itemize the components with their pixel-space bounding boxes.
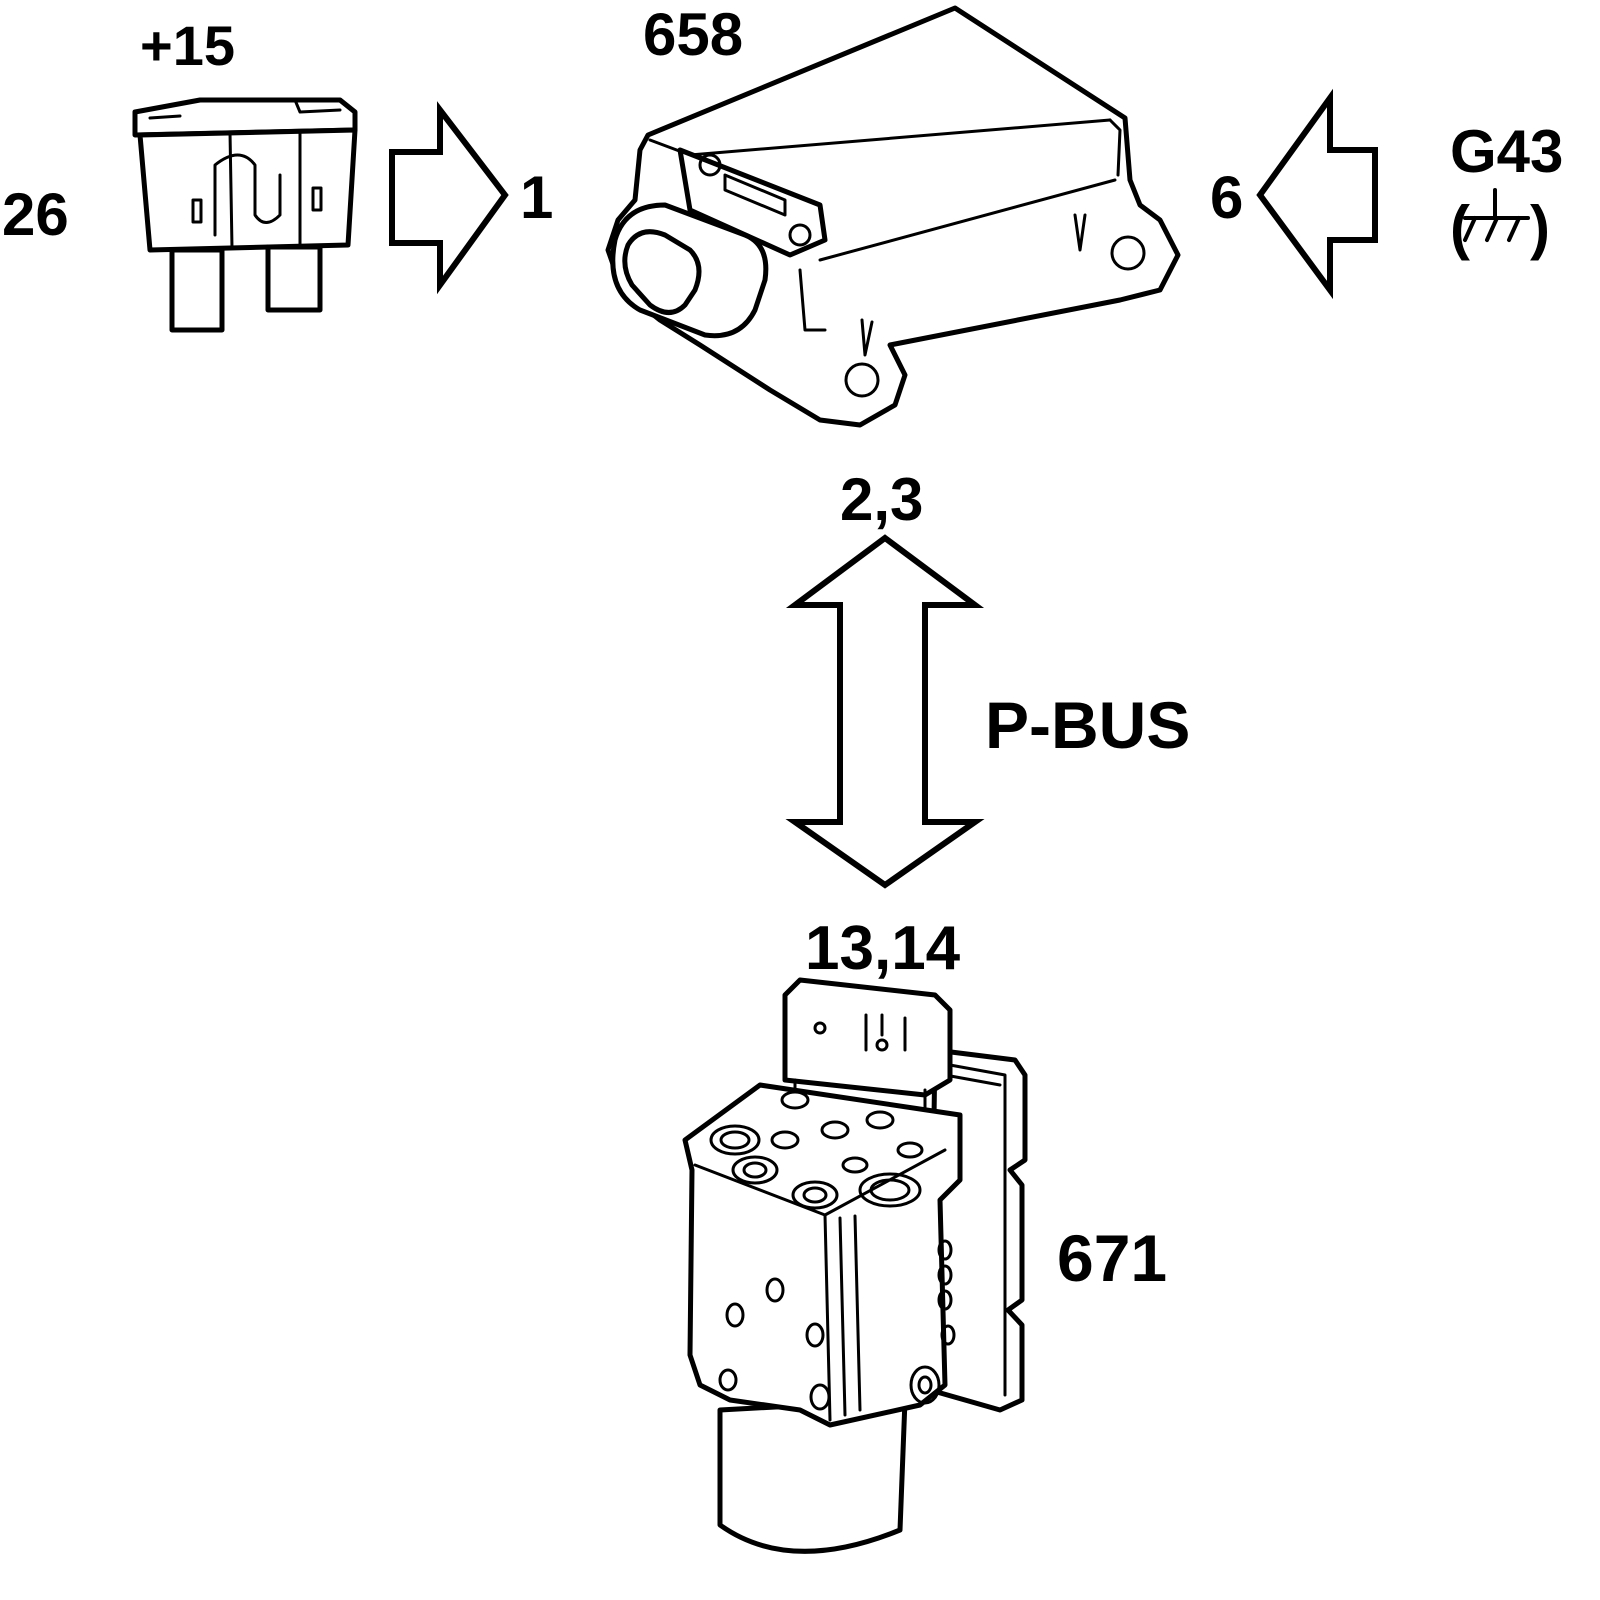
bus-name-label: P-BUS	[985, 688, 1191, 762]
fuse-number-label: 26	[2, 181, 69, 248]
ground-id-label: G43	[1450, 118, 1564, 185]
arrow-right-icon	[389, 101, 509, 295]
pin-ground-label: 6	[1210, 164, 1244, 231]
double-arrow-vertical-icon	[785, 534, 985, 889]
abs-modulator-icon	[682, 977, 1028, 1554]
blade-fuse-icon	[132, 97, 358, 333]
fuse-name-label: +15	[140, 14, 235, 77]
control-module-icon	[605, 5, 1181, 428]
ground-symbol-icon	[1463, 188, 1530, 242]
ground-symbol-open: (	[1450, 194, 1470, 261]
ground-symbol-close: )	[1530, 194, 1550, 261]
arrow-left-icon	[1256, 88, 1378, 300]
pin-power-label: 1	[520, 164, 554, 231]
bus-pins-top-label: 2,3	[840, 466, 924, 533]
abs-unit-id-label: 671	[1057, 1221, 1168, 1295]
control-unit-id-label: 658	[643, 1, 744, 68]
bus-pins-bottom-label: 13,14	[805, 914, 961, 983]
